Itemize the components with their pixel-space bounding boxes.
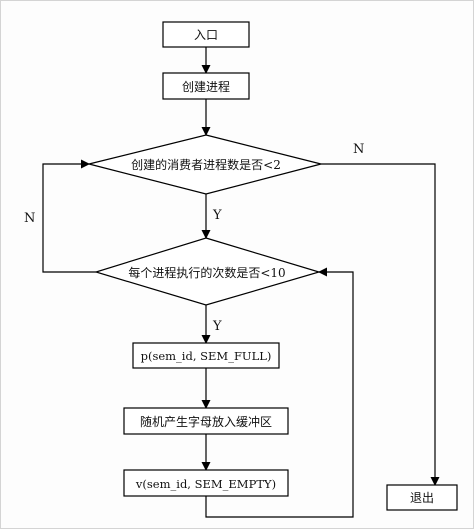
edge-check-iterations-no-loop (42, 159, 96, 273)
decision-consumer-count: 创建的消费者进程数是否<2 (88, 134, 322, 195)
node-produce-letter: 随机产生字母放入缓冲区 (123, 407, 289, 435)
edge-v-loop-back (205, 267, 354, 518)
label-yes-iterations: Y (212, 319, 222, 334)
node-p-operation: p(sem_id, SEM_FULL) (132, 342, 280, 369)
node-entry: 入口 (162, 21, 250, 48)
decision-iteration-count: 每个进程执行的次数是否<10 (93, 237, 322, 306)
label-no-consumers: N (353, 142, 364, 157)
node-v-operation: v(sem_id, SEM_EMPTY) (123, 469, 289, 497)
node-exit-label: 退出 (410, 491, 434, 505)
label-no-iterations: N (24, 211, 35, 226)
node-create-process: 创建进程 (162, 72, 250, 100)
label-yes-consumers: Y (212, 208, 222, 223)
node-produce-letter-label: 随机产生字母放入缓冲区 (140, 414, 272, 429)
node-entry-label: 入口 (194, 28, 218, 42)
node-v-operation-label: v(sem_id, SEM_EMPTY) (135, 477, 276, 491)
node-exit: 退出 (386, 484, 458, 511)
decision-consumer-count-label: 创建的消费者进程数是否<2 (131, 157, 281, 172)
node-create-process-label: 创建进程 (182, 79, 230, 94)
node-p-operation-label: p(sem_id, SEM_FULL) (141, 349, 272, 363)
decision-iteration-count-label: 每个进程执行的次数是否<10 (128, 265, 285, 280)
edge-check-consumers-no-exit (321, 163, 440, 486)
